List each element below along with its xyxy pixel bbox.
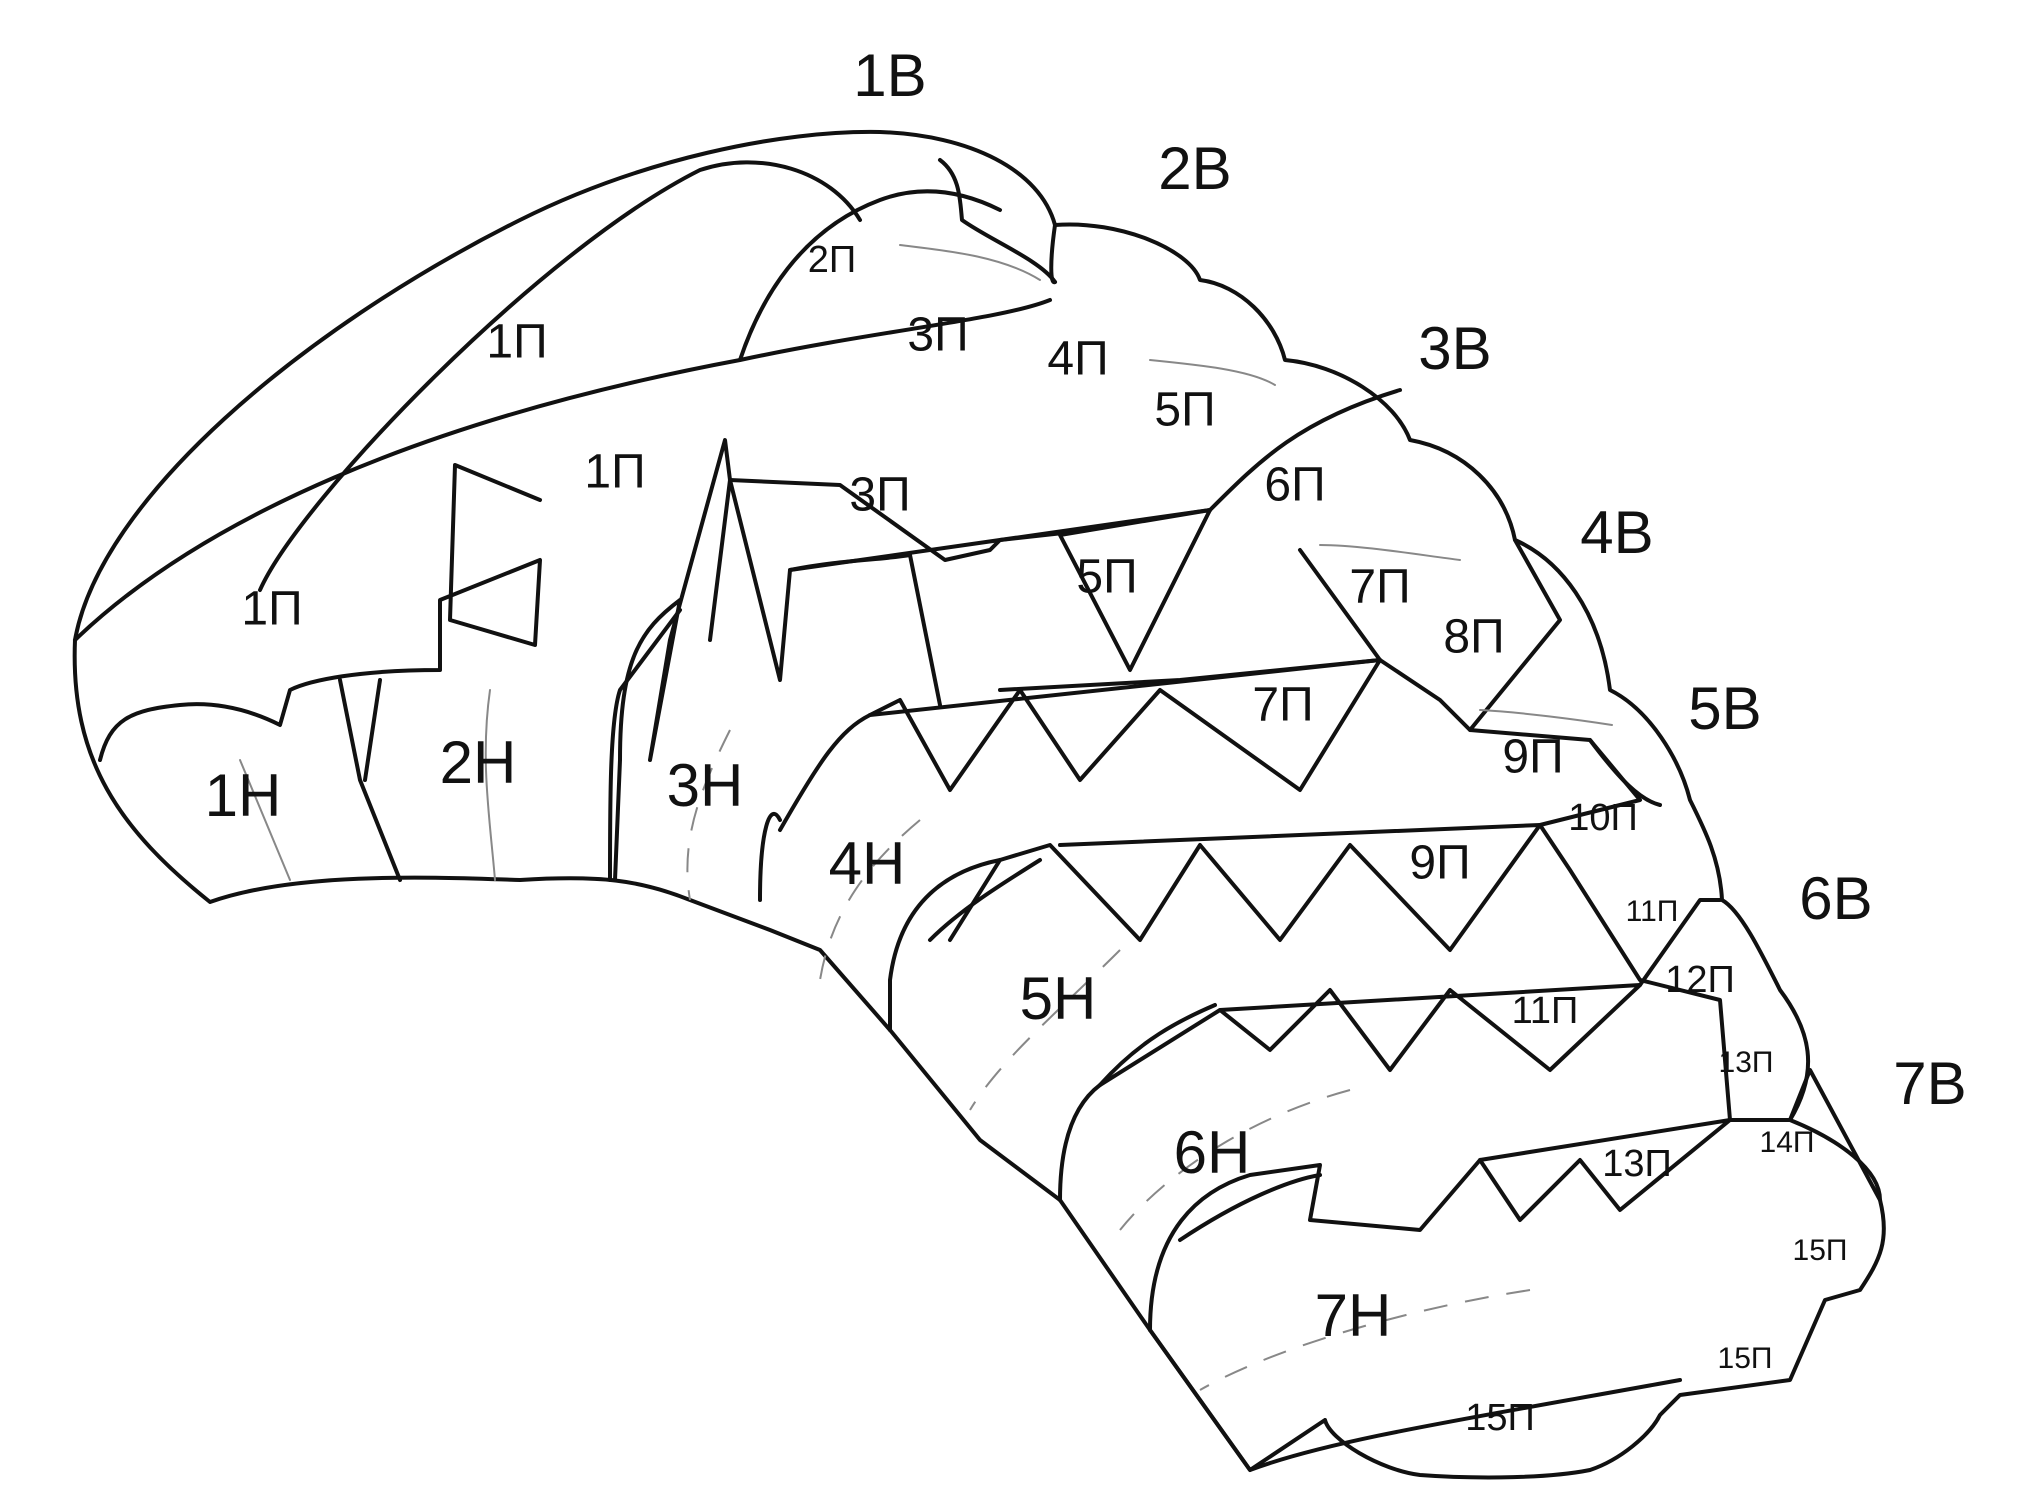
label-plate-1-middle: 1П	[584, 446, 645, 499]
label-plate-4: 4П	[1047, 333, 1108, 386]
label-plate-3-lower: 3П	[849, 469, 910, 522]
dorsal-labels: 1В 2В 3В 4В 5В 6В 7В	[853, 42, 1966, 1117]
label-5h: 5Н	[1020, 965, 1097, 1032]
label-plate-13-lower: 13П	[1602, 1143, 1672, 1185]
ventral-labels: 1Н 2Н 3Н 4Н 5Н 6Н 7Н	[205, 729, 1392, 1349]
label-plate-12: 12П	[1665, 959, 1735, 1001]
label-2h: 2Н	[440, 729, 517, 796]
label-plate-14: 14П	[1760, 1126, 1815, 1159]
label-4b: 4В	[1580, 499, 1653, 566]
label-plate-11-right: 11П	[1626, 895, 1679, 928]
label-plate-7-top: 7П	[1349, 561, 1410, 614]
label-plate-3-top: 3П	[907, 309, 968, 362]
label-1b: 1В	[853, 42, 926, 109]
outline-drawing	[72, 129, 1886, 1480]
label-plate-9-lower: 9П	[1409, 837, 1470, 890]
label-plate-6: 6П	[1264, 459, 1325, 512]
label-1h: 1Н	[205, 762, 282, 829]
label-plate-15-bottom: 15П	[1465, 1397, 1535, 1439]
label-7h: 7Н	[1315, 1282, 1392, 1349]
label-3b: 3В	[1418, 315, 1491, 382]
plate-labels: 1П 1П 1П 2П 3П 3П 4П 5П 5П 6П 7П 7П 8П 9…	[241, 239, 1847, 1439]
label-plate-15-right: 15П	[1793, 1234, 1848, 1267]
label-plate-1-top: 1П	[486, 316, 547, 369]
label-plate-9-top: 9П	[1502, 731, 1563, 784]
label-2b: 2В	[1158, 135, 1231, 202]
label-5b: 5В	[1688, 675, 1761, 742]
label-plate-5-lower: 5П	[1076, 551, 1137, 604]
label-plate-11-lower: 11П	[1512, 990, 1579, 1032]
label-7b: 7В	[1893, 1050, 1966, 1117]
label-plate-8: 8П	[1443, 611, 1504, 664]
label-plate-2: 2П	[808, 239, 856, 281]
label-6h: 6Н	[1174, 1119, 1251, 1186]
label-plate-1-left: 1П	[241, 583, 302, 636]
label-6b: 6В	[1799, 865, 1872, 932]
label-plate-10: 10П	[1568, 797, 1638, 839]
label-4h: 4Н	[829, 830, 906, 897]
label-3h: 3Н	[667, 752, 744, 819]
label-plate-7-lower: 7П	[1252, 679, 1313, 732]
label-plate-15-small: 15П	[1718, 1342, 1773, 1375]
label-plate-5-top: 5П	[1154, 384, 1215, 437]
label-plate-13-right: 13П	[1719, 1046, 1774, 1079]
